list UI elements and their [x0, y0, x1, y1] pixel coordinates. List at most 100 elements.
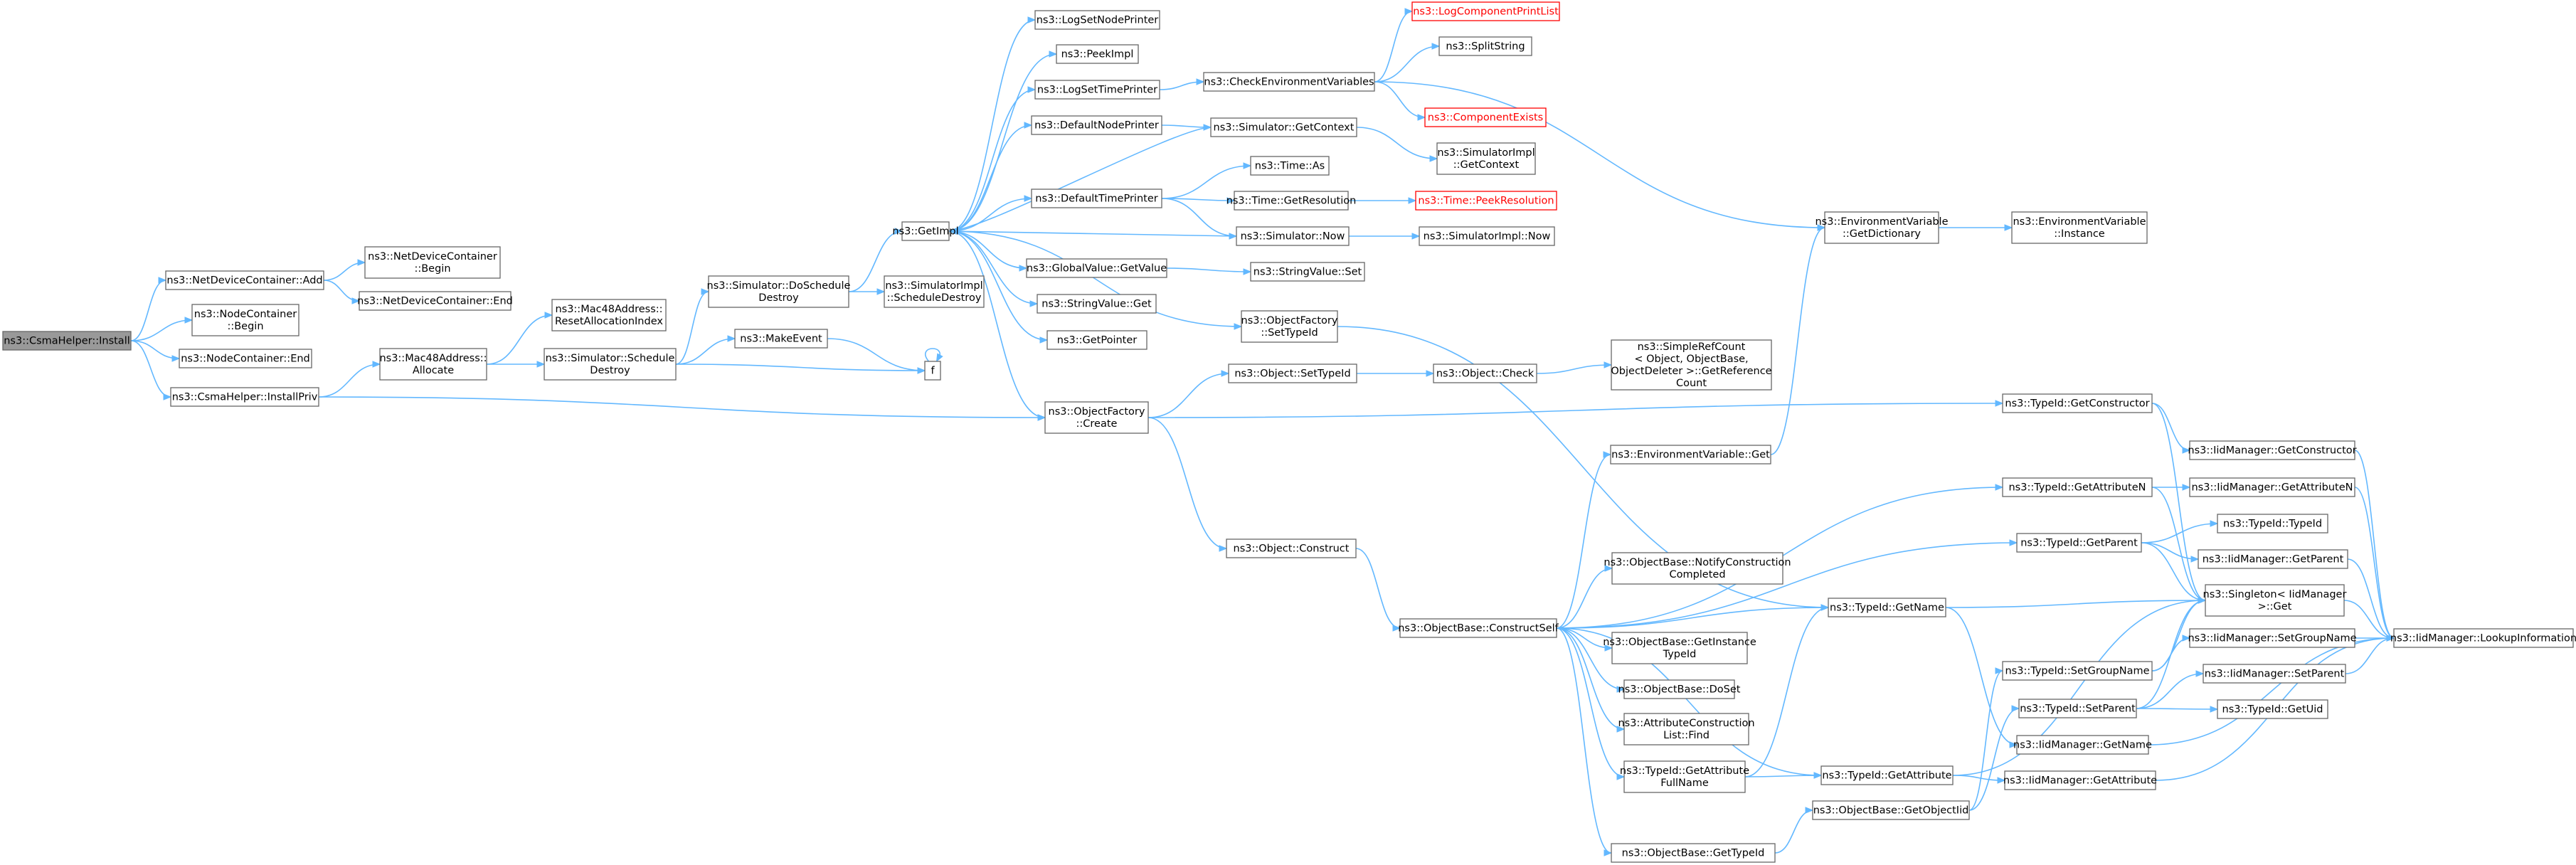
node-box [924, 361, 941, 381]
node-ob_notify[interactable]: ns3::ObjectBase::NotifyConstructionCompl… [1604, 552, 1791, 585]
node-obj_settypeid[interactable]: ns3::Object::SetTypeId [1228, 363, 1357, 383]
node-iid_getctor[interactable]: ns3::IidManager::GetConstructor [2188, 440, 2357, 460]
node-of_create[interactable]: ns3::ObjectFactory::Create [1044, 401, 1149, 434]
node-tid_typeid[interactable]: ns3::TypeId::TypeId [2217, 514, 2328, 534]
node-iid_getattrn[interactable]: ns3::IidManager::GetAttributeN [2189, 477, 2355, 497]
node-iid_lookup[interactable]: ns3::IidManager::LookupInformation [2390, 628, 2576, 648]
node-sim_getctx[interactable]: ns3::Simulator::GetContext [1210, 117, 1357, 137]
node-ndc_begin[interactable]: ns3::NetDeviceContainer::Begin [364, 246, 501, 279]
node-ob_gettypeid[interactable]: ns3::ObjectBase::GetTypeId [1611, 843, 1776, 863]
node-of_settypeid[interactable]: ns3::ObjectFactory::SetTypeId [1241, 310, 1338, 343]
edge-sim_now-to-simimpl_now [1349, 233, 1421, 240]
node-tid_setgroupname[interactable]: ns3::TypeId::SetGroupName [2002, 661, 2153, 681]
node-tid_setparent[interactable]: ns3::TypeId::SetParent [2018, 699, 2137, 718]
node-ob_doset[interactable]: ns3::ObjectBase::DoSet [1618, 679, 1741, 699]
edge-of_create-to-tid_getctor [1147, 400, 2004, 418]
node-time_peekres[interactable]: ns3::Time::PeekResolution [1415, 191, 1557, 211]
edge-ob_getobjectiid-to-tid_setgroupname [1968, 667, 2004, 811]
node-ev_instance[interactable]: ns3::EnvironmentVariable::Instance [2011, 211, 2148, 244]
node-box [1820, 765, 1954, 785]
node-tid_getattrn[interactable]: ns3::TypeId::GetAttributeN [2002, 477, 2153, 497]
node-iid_setgroupname[interactable]: ns3::IidManager::SetGroupName [2188, 628, 2357, 648]
node-defnodeprinter[interactable]: ns3::DefaultNodePrinter [1031, 115, 1162, 135]
node-box [2217, 699, 2328, 719]
node-logsettime[interactable]: ns3::LogSetTimePrinter [1034, 80, 1160, 100]
node-sim_now[interactable]: ns3::Simulator::Now [1236, 226, 1350, 246]
node-getimpl[interactable]: ns3::GetImpl [892, 221, 959, 241]
node-compexists[interactable]: ns3::ComponentExists [1424, 107, 1547, 127]
node-iid_setparent[interactable]: ns3::IidManager::SetParent [2203, 664, 2346, 684]
node-checkenv[interactable]: ns3::CheckEnvironmentVariables [1203, 72, 1375, 92]
node-box [1226, 538, 1357, 558]
node-nc_begin[interactable]: ns3::NodeContainer::Begin [191, 304, 300, 336]
node-ev_getdict[interactable]: ns3::EnvironmentVariable::GetDictionary [1815, 211, 1949, 244]
node-label: TypeId [1663, 649, 1697, 660]
node-label: ns3::SimulatorImpl [1437, 147, 1535, 159]
node-tid_getctor[interactable]: ns3::TypeId::GetConstructor [2002, 393, 2153, 413]
node-sv_get[interactable]: ns3::StringValue::Get [1037, 294, 1157, 314]
node-obj_construct[interactable]: ns3::Object::Construct [1226, 538, 1357, 558]
node-simimpl_sched[interactable]: ns3::SimulatorImpl::ScheduleDestroy [884, 275, 985, 308]
node-makeevent[interactable]: ns3::MakeEvent [734, 329, 828, 349]
node-iid_getattr[interactable]: ns3::IidManager::GetAttribute [2003, 770, 2157, 790]
node-label: ns3::EnvironmentVariable::Get [1611, 450, 1770, 461]
node-mac_alloc[interactable]: ns3::Mac48Address::Allocate [379, 348, 487, 381]
edge-sim_now-to-getimpl [948, 228, 1237, 237]
node-time_as[interactable]: ns3::Time::As [1250, 156, 1330, 176]
node-installpriv[interactable]: ns3::CsmaHelper::InstallPriv [170, 387, 319, 407]
node-tid_getattr[interactable]: ns3::TypeId::GetAttribute [1820, 765, 1954, 785]
node-label: Count [1676, 378, 1707, 389]
node-box [1228, 363, 1357, 383]
node-gv_getvalue[interactable]: ns3::GlobalValue::GetValue [1026, 258, 1167, 278]
node-sv_set[interactable]: ns3::StringValue::Set [1250, 262, 1365, 282]
node-box [1044, 401, 1149, 434]
node-sim_sched[interactable]: ns3::Simulator::ScheduleDestroy [544, 348, 677, 381]
edge-getimpl-to-defnodeprinter [948, 122, 1033, 232]
node-splitstring[interactable]: ns3::SplitString [1438, 36, 1532, 56]
node-box [1250, 156, 1330, 176]
node-iid_getparent[interactable]: ns3::IidManager::GetParent [2198, 549, 2348, 569]
node-ev_get[interactable]: ns3::EnvironmentVariable::Get [1610, 445, 1771, 465]
node-logsetnode[interactable]: ns3::LogSetNodePrinter [1034, 10, 1160, 30]
node-simimpl_now[interactable]: ns3::SimulatorImpl::Now [1419, 226, 1555, 246]
node-label: ns3::IidManager::GetParent [2203, 554, 2344, 566]
node-iid_getname[interactable]: ns3::IidManager::GetName [2013, 735, 2152, 755]
node-ob_getobjectiid[interactable]: ns3::ObjectBase::GetObjectIid [1812, 800, 1970, 820]
node-box [379, 348, 487, 381]
node-label: ns3::ObjectBase::ConstructSelf [1398, 623, 1559, 635]
node-singleton_get[interactable]: ns3::Singleton< IidManager>::Get [2203, 584, 2347, 617]
node-f[interactable]: f [924, 361, 941, 381]
node-ndc_end[interactable]: ns3::NetDeviceContainer::End [357, 291, 513, 311]
node-peekimpl[interactable]: ns3::PeekImpl [1056, 44, 1139, 64]
node-tid_getuid[interactable]: ns3::TypeId::GetUid [2217, 699, 2328, 719]
node-label: Destroy [590, 365, 630, 376]
node-time_getres[interactable]: ns3::Time::GetResolution [1226, 191, 1357, 211]
node-getpointer[interactable]: ns3::GetPointer [1046, 330, 1147, 350]
node-label: ns3::Simulator::Now [1241, 231, 1345, 243]
node-deftimeprinter[interactable]: ns3::DefaultTimePrinter [1031, 189, 1162, 208]
edge-ob_getobjectiid-to-tid_setparent [1968, 705, 2020, 811]
edge-ob_constructself-to-ev_get [1556, 451, 1612, 629]
node-nc_end[interactable]: ns3::NodeContainer::End [179, 349, 312, 368]
node-label: ns3::NetDeviceContainer::End [357, 296, 513, 307]
node-logcomplist[interactable]: ns3::LogComponentPrintList [1411, 1, 1560, 21]
edge-of_create-to-obj_construct [1147, 417, 1228, 552]
node-tid_getname[interactable]: ns3::TypeId::GetName [1828, 598, 1946, 617]
node-box [170, 387, 319, 407]
node-tid_getparent[interactable]: ns3::TypeId::GetParent [2016, 533, 2142, 553]
edge-getimpl-to-sv_get [948, 230, 1039, 307]
edge-deftimeprinter-to-sim_now [1161, 198, 1238, 240]
node-obj_check[interactable]: ns3::Object::Check [1433, 363, 1537, 383]
node-mac_reset[interactable]: ns3::Mac48Address::ResetAllocationIndex [551, 299, 667, 331]
node-simimpl_getctx[interactable]: ns3::SimulatorImpl::GetContext [1436, 142, 1536, 175]
node-simplerefcount[interactable]: ns3::SimpleRefCount< Object, ObjectBase,… [1611, 339, 1772, 391]
node-ob_constructself[interactable]: ns3::ObjectBase::ConstructSelf [1398, 618, 1559, 638]
edge-checkenv-to-splitstring [1374, 43, 1441, 83]
node-ndc_add[interactable]: ns3::NetDeviceContainer::Add [165, 270, 324, 290]
node-install[interactable]: ns3::CsmaHelper::Install [2, 331, 132, 351]
